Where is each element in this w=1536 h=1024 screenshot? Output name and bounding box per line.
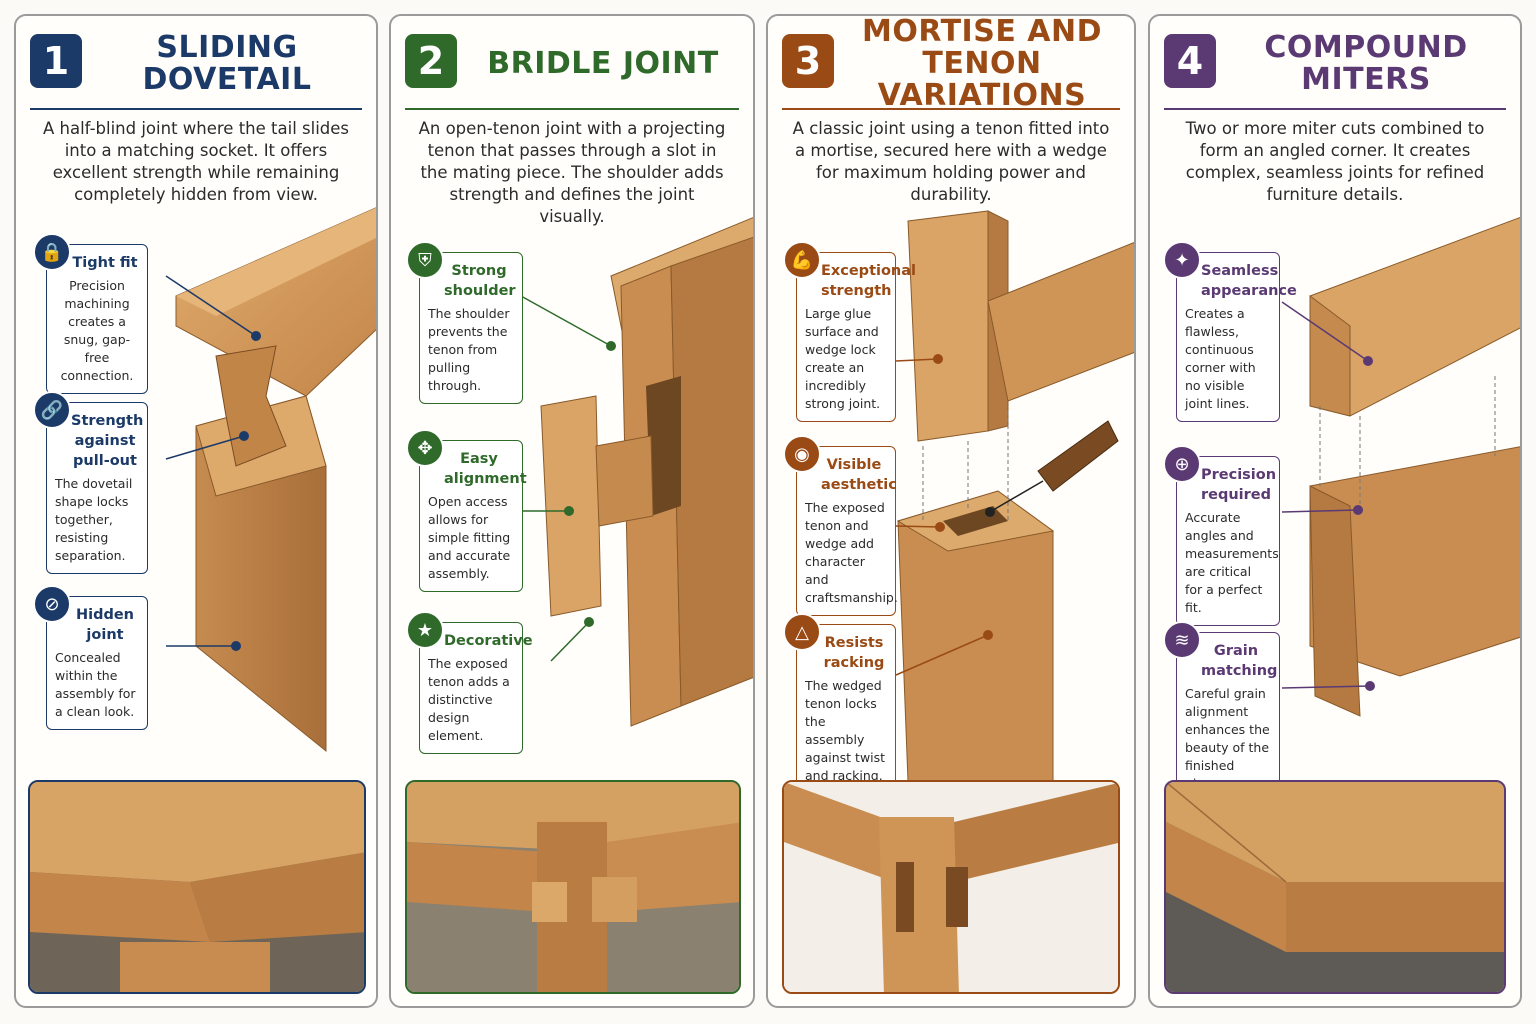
panel-title: BRIDLE JOINT: [487, 46, 719, 81]
wood-grain-icon: ≋: [1163, 621, 1201, 659]
finished-joint-image: [1166, 782, 1504, 992]
finished-miter-photo: [1164, 780, 1506, 994]
callout-strength-pull-out: 🔗 Strength against pull-out The dovetail…: [33, 391, 148, 574]
panel-mortise-tenon: 3 MORTISE AND TENON VARIATIONS A classic…: [766, 14, 1136, 1008]
callout-title: Grain matching: [1201, 643, 1278, 679]
callout-exceptional-strength: 💪 Exceptional strength Large glue surfac…: [783, 241, 917, 422]
callout-resists-racking: △ Resists racking The wedged tenon locks…: [783, 613, 896, 794]
finished-mortise-photo: [782, 780, 1120, 994]
compound-miter-illustration: [1281, 216, 1520, 717]
callout-title: Strong shoulder: [444, 263, 516, 299]
panel-header: 3 MORTISE AND TENON VARIATIONS: [782, 14, 1120, 113]
callout-body: The exposed tenon adds a distinctive des…: [428, 656, 510, 743]
callout-body: Large glue surface and wedge lock create…: [805, 306, 881, 411]
callout-tight-fit: 🔒 Tight fit Precision machining creates …: [33, 233, 148, 394]
callout-hidden-joint: ⊘ Hidden joint Concealed within the asse…: [33, 585, 148, 730]
callout-seamless-appearance: ✦ Seamless appearance Creates a flawless…: [1163, 241, 1297, 422]
title-divider: [1164, 108, 1506, 110]
callout-precision-required: ⊕ Precision required Accurate angles and…: [1163, 445, 1280, 626]
dovetail-illustration: [165, 207, 376, 753]
callout-body: Accurate angles and measurements are cri…: [1185, 510, 1279, 615]
title-divider: [405, 108, 739, 110]
title-divider: [30, 108, 362, 110]
callout-body: The dovetail shape locks together, resis…: [55, 476, 133, 563]
callout-body: The exposed tenon and wedge add characte…: [805, 500, 898, 605]
callout-body: The shoulder prevents the tenon from pul…: [428, 306, 510, 393]
panel-number-badge: 1: [30, 34, 82, 88]
callout-easy-alignment: ✥ Easy alignment Open access allows for …: [406, 429, 527, 592]
callout-title: Seamless appearance: [1201, 263, 1297, 299]
callout-title: Easy alignment: [444, 451, 527, 487]
callout-title: Exceptional strength: [821, 263, 917, 299]
callout-body: Open access allows for simple fitting an…: [428, 494, 511, 581]
callout-strong-shoulder: ⛨ Strong shoulder The shoulder prevents …: [406, 241, 523, 404]
move-arrows-icon: ✥: [406, 429, 444, 467]
finished-dovetail-photo: [28, 780, 366, 994]
panel-title: SLIDING DOVETAIL: [142, 30, 312, 97]
lock-icon: 🔒: [33, 233, 71, 271]
link-icon: 🔗: [33, 391, 71, 429]
eye-slash-icon: ⊘: [33, 585, 71, 623]
callout-title: Visible aesthetic: [821, 457, 897, 493]
callout-title: Resists racking: [823, 635, 885, 671]
panel-description: A half-blind joint where the tail slides…: [42, 119, 350, 204]
callout-visible-aesthetic: ◉ Visible aesthetic The exposed tenon an…: [783, 435, 898, 616]
callout-body: Precision machining creates a snug, gap-…: [60, 278, 134, 383]
shield-icon: ⛨: [406, 241, 444, 279]
crosshair-icon: ⊕: [1163, 445, 1201, 483]
callout-body: The wedged tenon locks the assembly agai…: [805, 678, 886, 783]
panel-bridle-joint: 2 BRIDLE JOINT An open-tenon joint with …: [389, 14, 755, 1008]
callout-grain-matching: ≋ Grain matching Careful grain alignment…: [1163, 621, 1280, 802]
panel-header: 2 BRIDLE JOINT: [405, 32, 739, 106]
title-divider: [782, 108, 1120, 110]
callout-title: Hidden joint: [75, 607, 135, 643]
finished-joint-image: [407, 782, 739, 992]
panel-sliding-dovetail: 1 SLIDING DOVETAIL A half-blind joint wh…: [14, 14, 378, 1008]
callout-body: Creates a flawless, continuous corner wi…: [1185, 306, 1256, 411]
finished-joint-image: [30, 782, 364, 992]
callout-body: Concealed within the assembly for a clea…: [55, 650, 136, 719]
panel-compound-miters: 4 COMPOUND MITERS Two or more miter cuts…: [1148, 14, 1522, 1008]
callout-title: Decorative: [444, 633, 533, 649]
callout-body: Careful grain alignment enhances the bea…: [1185, 686, 1270, 791]
finished-bridle-photo: [405, 780, 741, 994]
callout-decorative: ★ Decorative The exposed tenon adds a di…: [406, 611, 533, 754]
star-icon: ★: [406, 611, 444, 649]
callout-title: Tight fit: [72, 255, 138, 271]
panel-title: MORTISE AND TENON VARIATIONS: [861, 14, 1102, 113]
finished-joint-image: [784, 782, 1118, 992]
panel-description: An open-tenon joint with a projecting te…: [418, 119, 726, 226]
panel-description: A classic joint using a tenon fitted int…: [792, 119, 1110, 204]
panel-title: COMPOUND MITERS: [1264, 30, 1468, 97]
sparkle-icon: ✦: [1163, 241, 1201, 279]
panel-number-badge: 4: [1164, 34, 1216, 88]
bridle-illustration: [520, 217, 753, 727]
eye-icon: ◉: [783, 435, 821, 473]
callout-title: Strength against pull-out: [71, 413, 144, 469]
panel-header: 1 SLIDING DOVETAIL: [30, 32, 362, 106]
mortise-tenon-illustration: [895, 210, 1134, 801]
triangle-icon: △: [783, 613, 821, 651]
panel-number-badge: 2: [405, 34, 457, 88]
callout-title: Precision required: [1201, 467, 1277, 503]
panel-description: Two or more miter cuts combined to form …: [1185, 119, 1485, 204]
panel-number-badge: 3: [782, 34, 834, 88]
panel-header: 4 COMPOUND MITERS: [1164, 32, 1506, 106]
flexed-arm-icon: 💪: [783, 241, 821, 279]
